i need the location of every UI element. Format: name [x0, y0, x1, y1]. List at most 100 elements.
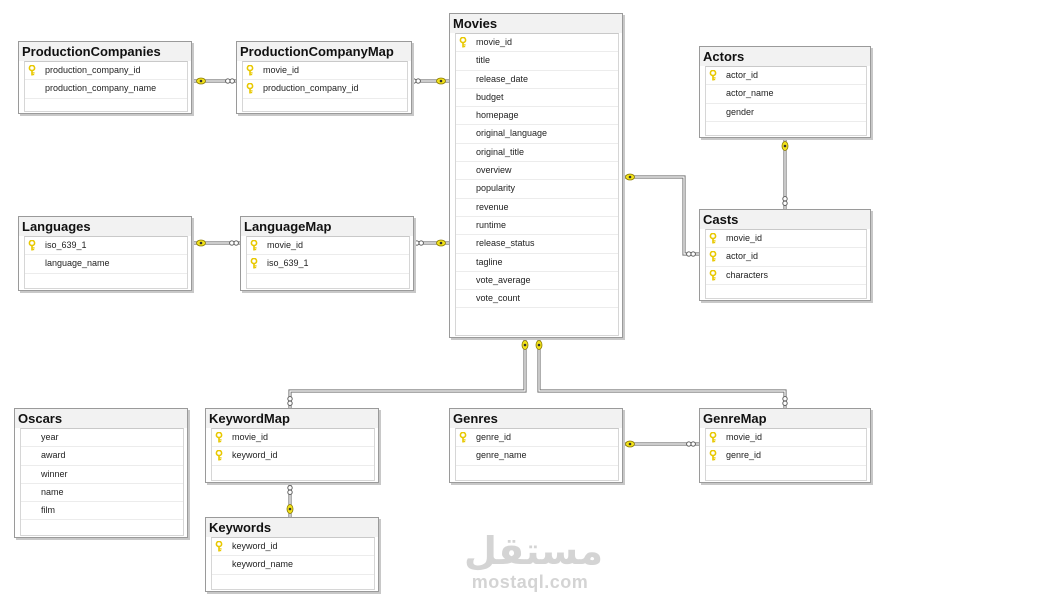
table-casts[interactable]: Casts movie_id actor_id characters [699, 209, 871, 301]
primary-key-icon [459, 429, 469, 446]
field-name: original_title [476, 146, 525, 157]
field-row[interactable]: movie_id [243, 62, 407, 81]
field-row[interactable]: movie_id [706, 230, 866, 249]
field-row[interactable]: title [456, 52, 618, 71]
field-row[interactable]: keyword_id [212, 447, 374, 466]
field-name: name [41, 486, 64, 497]
field-row[interactable]: year [21, 429, 183, 448]
field-name: production_company_id [263, 83, 359, 94]
field-row[interactable]: iso_639_1 [25, 237, 187, 256]
many-end-infinity-loop [233, 240, 239, 246]
field-row[interactable]: language_name [25, 255, 187, 274]
field-name: overview [476, 165, 512, 176]
field-name: genre_id [726, 450, 762, 461]
field-row[interactable]: tagline [456, 254, 618, 272]
field-row[interactable]: movie_id [212, 429, 374, 448]
field-list: keyword_id keyword_name [211, 537, 375, 590]
mostaql-watermark: مستقل mostaql.com [464, 530, 603, 592]
field-name: tagline [476, 256, 503, 267]
field-name: release_date [476, 73, 529, 84]
field-row[interactable]: revenue [456, 199, 618, 217]
field-row[interactable]: film [21, 502, 183, 521]
field-name: production_company_id [45, 65, 141, 75]
field-row[interactable]: genre_name [456, 447, 618, 466]
field-name: homepage [476, 110, 519, 121]
one-end-dot [628, 175, 632, 179]
field-row[interactable]: vote_count [456, 290, 618, 309]
many-end-infinity-icon [287, 396, 293, 402]
many-end-infinity-icon [686, 251, 692, 257]
field-name: popularity [476, 183, 516, 194]
field-row[interactable]: keyword_name [212, 556, 374, 575]
field-row[interactable]: actor_id [706, 248, 866, 267]
field-name: movie_id [726, 233, 763, 243]
field-row[interactable]: budget [456, 89, 618, 108]
field-row[interactable]: characters [706, 267, 866, 285]
field-row[interactable]: original_title [456, 144, 618, 163]
field-row[interactable]: movie_id [247, 237, 409, 256]
one-end-dot [537, 343, 541, 347]
field-name: year [41, 432, 59, 442]
field-row[interactable]: release_status [456, 235, 618, 254]
many-end-infinity-loop [418, 240, 424, 246]
primary-key-icon [709, 230, 719, 247]
field-row[interactable]: production_company_name [25, 80, 187, 99]
field-row[interactable]: production_company_id [243, 80, 407, 99]
many-end-infinity-icon [414, 240, 420, 246]
many-end-infinity-loop [415, 78, 421, 84]
primary-key-icon [709, 429, 719, 446]
field-row[interactable]: keyword_id [212, 538, 374, 557]
primary-key-icon [250, 237, 260, 254]
one-end-dot [439, 241, 443, 245]
field-row[interactable]: overview [456, 162, 618, 181]
field-row[interactable]: iso_639_1 [247, 255, 409, 274]
field-row[interactable]: vote_average [456, 272, 618, 291]
field-name: vote_count [476, 293, 521, 304]
field-row[interactable]: popularity [456, 180, 618, 199]
field-row[interactable]: homepage [456, 107, 618, 126]
field-row[interactable]: release_date [456, 71, 618, 89]
field-name: award [41, 450, 66, 461]
field-name: winner [41, 468, 68, 479]
table-title: Casts [700, 210, 870, 229]
field-row[interactable]: movie_id [456, 34, 618, 53]
primary-key-icon [709, 248, 719, 265]
field-row[interactable]: genre_id [706, 447, 866, 466]
table-title: Keywords [206, 518, 378, 537]
field-row[interactable]: production_company_id [25, 62, 187, 81]
field-row[interactable]: actor_id [706, 67, 866, 86]
field-name: film [41, 505, 55, 516]
field-name: characters [726, 269, 769, 280]
empty-row [247, 274, 409, 291]
field-row[interactable]: name [21, 484, 183, 503]
field-row[interactable]: original_language [456, 125, 618, 144]
field-row[interactable]: runtime [456, 217, 618, 236]
field-row[interactable]: award [21, 447, 183, 466]
field-row[interactable]: winner [21, 466, 183, 484]
relationship-line-inner [289, 338, 526, 408]
one-end-dot [783, 144, 787, 148]
field-list: movie_id production_company_id [242, 61, 408, 112]
many-end-infinity-icon [686, 441, 692, 447]
field-name: keyword_name [232, 559, 294, 570]
field-row[interactable]: movie_id [706, 429, 866, 448]
field-row[interactable]: actor_name [706, 85, 866, 104]
field-row[interactable]: gender [706, 104, 866, 122]
field-row[interactable]: genre_id [456, 429, 618, 448]
table-title: GenreMap [700, 409, 870, 428]
many-end-infinity-loop [287, 489, 293, 495]
empty-row [706, 466, 866, 483]
